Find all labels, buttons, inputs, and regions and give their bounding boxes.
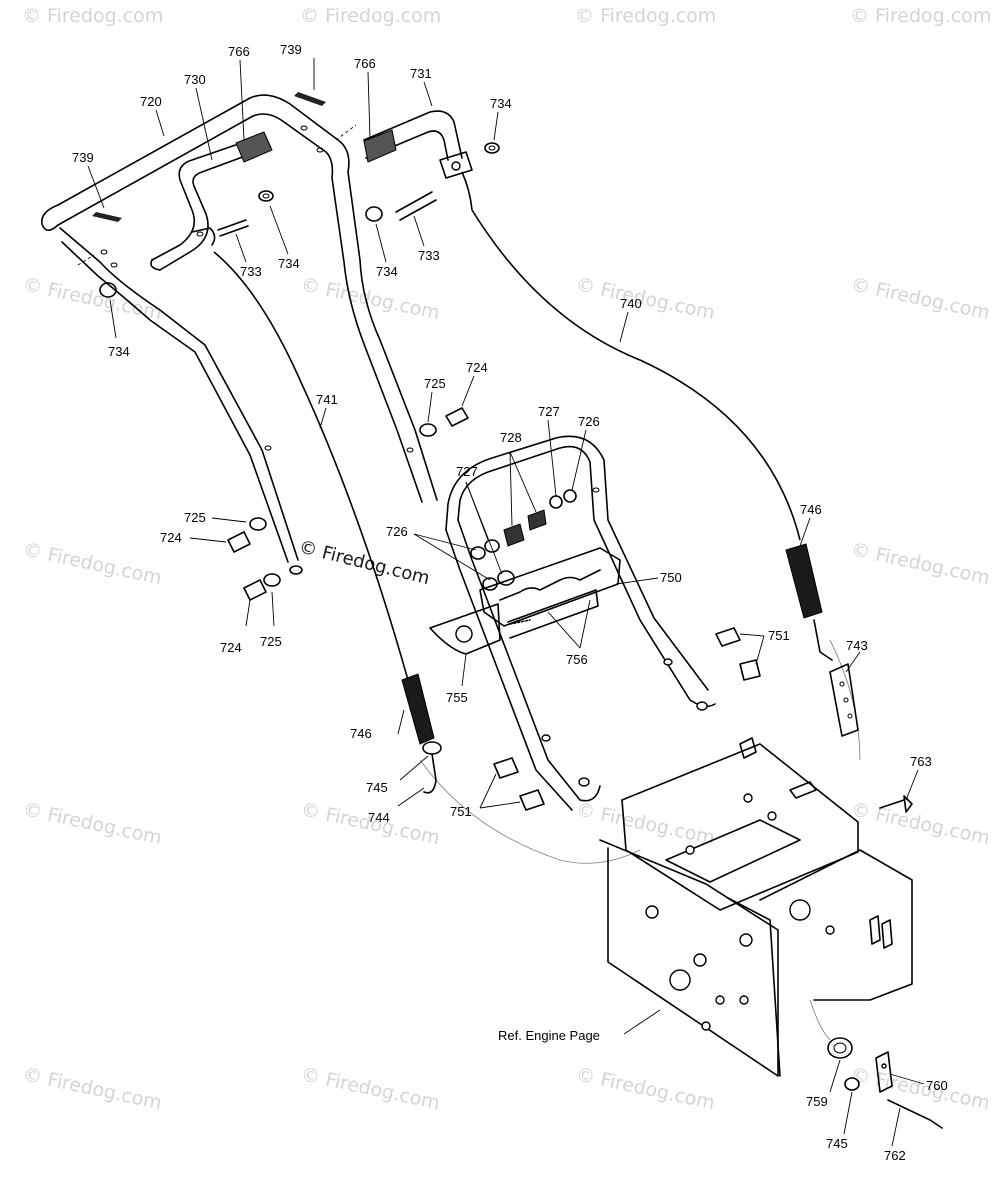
part-label-744: 744 bbox=[368, 810, 390, 825]
part-label-756: 756 bbox=[566, 652, 588, 667]
watermark: © Firedog.com bbox=[21, 798, 164, 849]
part-label-734: 734 bbox=[108, 344, 130, 359]
watermark-center: © Firedog.com bbox=[297, 536, 432, 589]
watermark: © Firedog.com bbox=[21, 538, 164, 589]
part-label-751: 751 bbox=[768, 628, 790, 643]
watermark: © Firedog.com bbox=[849, 1063, 992, 1114]
upper-handle bbox=[41, 94, 438, 563]
watermark: © Firedog.com bbox=[575, 5, 716, 27]
part-label-727: 727 bbox=[456, 464, 478, 479]
part-label-733: 733 bbox=[418, 248, 440, 263]
engine-plate bbox=[599, 737, 913, 1077]
part-label-724: 724 bbox=[220, 640, 242, 655]
watermark: © Firedog.com bbox=[22, 5, 163, 27]
part-label-763: 763 bbox=[910, 754, 932, 769]
part-label-755: 755 bbox=[446, 690, 468, 705]
watermark: © Firedog.com bbox=[300, 5, 441, 27]
watermark: © Firedog.com bbox=[849, 538, 992, 589]
part-label-733: 733 bbox=[240, 264, 262, 279]
bolts-724-725 bbox=[227, 407, 469, 601]
watermark-layer: © Firedog.com © Firedog.com © Firedog.co… bbox=[21, 5, 992, 1114]
watermark: © Firedog.com bbox=[849, 798, 992, 849]
part-label-739: 739 bbox=[280, 42, 302, 57]
bolts-751 bbox=[493, 627, 913, 813]
shift-bracket-750 bbox=[429, 547, 621, 655]
cable-link-743 bbox=[829, 663, 859, 737]
control-lever-730 bbox=[150, 131, 273, 271]
part-label-734: 734 bbox=[376, 264, 398, 279]
part-label-726: 726 bbox=[578, 414, 600, 429]
part-label-745: 745 bbox=[366, 780, 388, 795]
part-label-739: 739 bbox=[72, 150, 94, 165]
part-label-724: 724 bbox=[466, 360, 488, 375]
watermark: © Firedog.com bbox=[21, 273, 164, 324]
watermark: © Firedog.com bbox=[21, 1063, 164, 1114]
part-label-725: 725 bbox=[184, 510, 206, 525]
part-label-760: 760 bbox=[926, 1078, 948, 1093]
reference-note: Ref. Engine Page bbox=[498, 1028, 600, 1043]
part-label-726: 726 bbox=[386, 524, 408, 539]
watermark: © Firedog.com bbox=[850, 5, 991, 27]
part-label-731: 731 bbox=[410, 66, 432, 81]
part-label-725: 725 bbox=[424, 376, 446, 391]
control-lever-731 bbox=[363, 110, 473, 211]
part-label-762: 762 bbox=[884, 1148, 906, 1163]
part-label-743: 743 bbox=[846, 638, 868, 653]
part-label-766: 766 bbox=[354, 56, 376, 71]
part-label-740: 740 bbox=[620, 296, 642, 311]
part-label-734: 734 bbox=[278, 256, 300, 271]
leader-lines bbox=[87, 58, 925, 1147]
part-label-724: 724 bbox=[160, 530, 182, 545]
part-label-746: 746 bbox=[350, 726, 372, 741]
part-label-746: 746 bbox=[800, 502, 822, 517]
part-label-750: 750 bbox=[660, 570, 682, 585]
watermark: © Firedog.com bbox=[574, 798, 717, 849]
hardware-top bbox=[99, 142, 500, 298]
part-labels: 720 730 766 739 766 731 734 739 733 734 … bbox=[72, 42, 948, 1163]
springs-washers bbox=[470, 489, 577, 591]
part-label-766: 766 bbox=[228, 44, 250, 59]
part-label-751: 751 bbox=[450, 804, 472, 819]
part-label-734: 734 bbox=[490, 96, 512, 111]
cable-grip-746 bbox=[401, 543, 833, 794]
part-label-741: 741 bbox=[316, 392, 338, 407]
decal-739 bbox=[92, 92, 326, 222]
part-label-728: 728 bbox=[500, 430, 522, 445]
part-label-727: 727 bbox=[538, 404, 560, 419]
watermark: © Firedog.com bbox=[574, 273, 717, 324]
watermark: © Firedog.com bbox=[299, 1063, 442, 1114]
part-label-725: 725 bbox=[260, 634, 282, 649]
part-label-720: 720 bbox=[140, 94, 162, 109]
part-label-759: 759 bbox=[806, 1094, 828, 1109]
watermark: © Firedog.com bbox=[849, 273, 992, 324]
lower-right-parts bbox=[809, 999, 943, 1129]
lower-handle bbox=[445, 435, 716, 811]
part-label-730: 730 bbox=[184, 72, 206, 87]
control-cables bbox=[213, 209, 861, 864]
watermark: © Firedog.com bbox=[574, 1063, 717, 1114]
part-label-745: 745 bbox=[826, 1136, 848, 1151]
